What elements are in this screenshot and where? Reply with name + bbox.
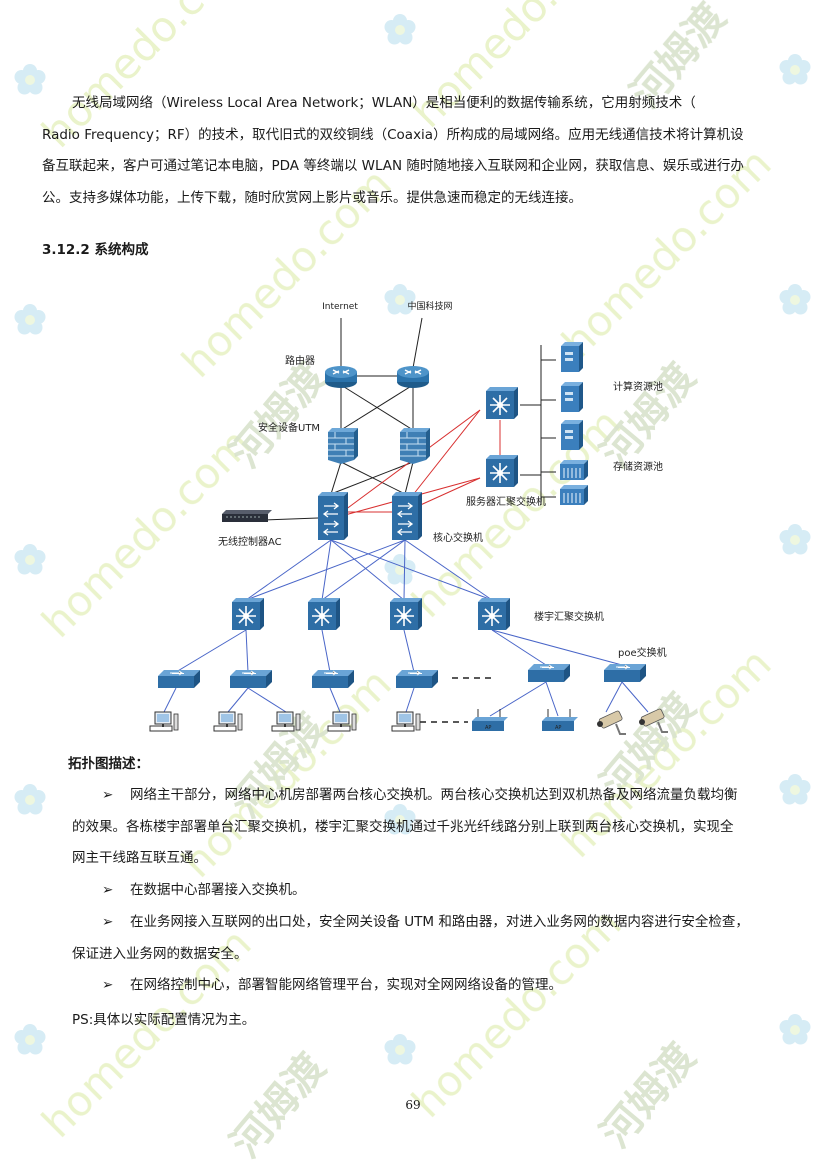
server-agg-switch-icon: [485, 454, 519, 488]
server-icon: [561, 382, 583, 412]
label-ap-2: AP: [555, 725, 561, 731]
building-agg-switch-icon: [477, 597, 511, 631]
server-icon: [561, 420, 583, 450]
network-topology-diagram: Internet 中国科技网 路由器 安全设备UTM 计算资源池 存储资源池 服…: [149, 300, 669, 735]
label-internet: Internet: [322, 302, 358, 312]
label-storage-pool: 存储资源池: [613, 460, 663, 473]
wireless-controller-icon: [222, 510, 272, 522]
access-switch-icon: [395, 669, 439, 689]
bullet-icon: ➢: [102, 977, 114, 993]
storage-icon: [559, 484, 589, 506]
pc-icon: [391, 711, 421, 732]
item-1-line-2: 的效果。各栋楼宇部署单台汇聚交换机，楼宇汇聚交换机通过千兆光纤线路分别上联到两台…: [72, 818, 734, 835]
ps-note: PS:具体以实际配置情况为主。: [72, 1012, 256, 1028]
item-3-line-2: 保证进入业务网的数据安全。: [72, 945, 248, 962]
item-1-line-1: 网络主干部分，网络中心机房部署两台核心交换机。两台核心交换机达到双机热备及网络流…: [130, 787, 738, 803]
description-item-2: ➢ 在数据中心部署接入交换机。: [72, 875, 792, 907]
pc-icon: [327, 711, 357, 732]
label-wireless-ac: 无线控制器AC: [218, 535, 282, 548]
links-black: [264, 317, 556, 521]
label-router: 路由器: [285, 354, 315, 367]
label-cstnet: 中国科技网: [407, 300, 452, 312]
camera-icon: [596, 709, 627, 735]
label-ap-1: AP: [485, 725, 491, 731]
description-item-3: ➢ 在业务网接入互联网的出口处，安全网关设备 UTM 和路由器，对进入业务网的数据…: [72, 907, 792, 970]
item-3-line-1: 在业务网接入互联网的出口处，安全网关设备 UTM 和路由器，对进入业务网的数据内…: [130, 914, 749, 930]
pc-icon: [271, 711, 301, 732]
intro-line-4: 公。支持多媒体功能，上传下载，随时欣赏网上影片或音乐。提供急速而稳定的无线连接。: [42, 189, 582, 206]
pc-icon: [149, 711, 179, 732]
storage-icon: [559, 459, 589, 481]
access-switch-icon: [311, 669, 355, 689]
label-building-agg: 楼宇汇聚交换机: [534, 610, 604, 623]
dashed-links: [420, 677, 495, 723]
building-agg-switch-icon: [231, 597, 265, 631]
label-core-switch: 核心交换机: [433, 531, 483, 544]
router-icon: [324, 365, 358, 389]
firewall-icon: [327, 427, 359, 465]
label-utm: 安全设备UTM: [258, 421, 320, 434]
building-agg-switch-icon: [389, 597, 423, 631]
item-4-line-1: 在网络控制中心，部署智能网络管理平台，实现对全网网络设备的管理。: [130, 977, 562, 993]
label-compute-pool: 计算资源池: [613, 380, 663, 393]
access-switch-icon: [157, 669, 201, 689]
page-number: 69: [405, 1098, 421, 1112]
label-poe-switch: poe交换机: [618, 646, 667, 659]
building-agg-switch-icon: [307, 597, 341, 631]
intro-line-2: Radio Frequency；RF）的技术，取代旧式的双绞铜线（Coaxia）…: [42, 126, 744, 143]
intro-line-1: 无线局域网络（Wireless Local Area Network；WLAN）…: [72, 95, 696, 111]
description-item-1: ➢ 网络主干部分，网络中心机房部署两台核心交换机。两台核心交换机达到双机热备及网络…: [72, 780, 792, 875]
bullet-icon: ➢: [102, 882, 114, 898]
router-icon: [396, 365, 430, 389]
server-icon: [561, 342, 583, 372]
pc-icon: [213, 711, 243, 732]
bullet-icon: ➢: [102, 787, 114, 803]
core-switch-icon: [317, 491, 349, 541]
section-heading: 3.12.2 系统构成: [42, 242, 149, 258]
description-item-4: ➢ 在网络控制中心，部署智能网络管理平台，实现对全网网络设备的管理。: [72, 970, 792, 1002]
wm-cn-7: 河姆渡: [592, 1035, 704, 1156]
access-switch-icon: [229, 669, 273, 689]
poe-switch-icon: [603, 663, 647, 683]
core-switch-icon: [391, 491, 423, 541]
intro-line-3: 备互联起来，客户可通过笔记本电脑，PDA 等终端以 WLAN 随时随地接入互联网…: [42, 158, 744, 174]
label-server-agg: 服务器汇聚交换机: [466, 495, 546, 508]
firewall-icon: [399, 427, 431, 465]
bullet-icon: ➢: [102, 914, 114, 930]
item-1-line-3: 网主干线路互联互通。: [72, 850, 207, 866]
camera-icon: [638, 707, 669, 733]
access-switch-icon: [527, 663, 571, 683]
server-agg-switch-icon: [485, 386, 519, 420]
description-title: 拓扑图描述：: [68, 756, 149, 772]
item-2-line-1: 在数据中心部署接入交换机。: [130, 882, 306, 898]
intro-paragraph: 无线局域网络（Wireless Local Area Network；WLAN）…: [42, 88, 787, 214]
